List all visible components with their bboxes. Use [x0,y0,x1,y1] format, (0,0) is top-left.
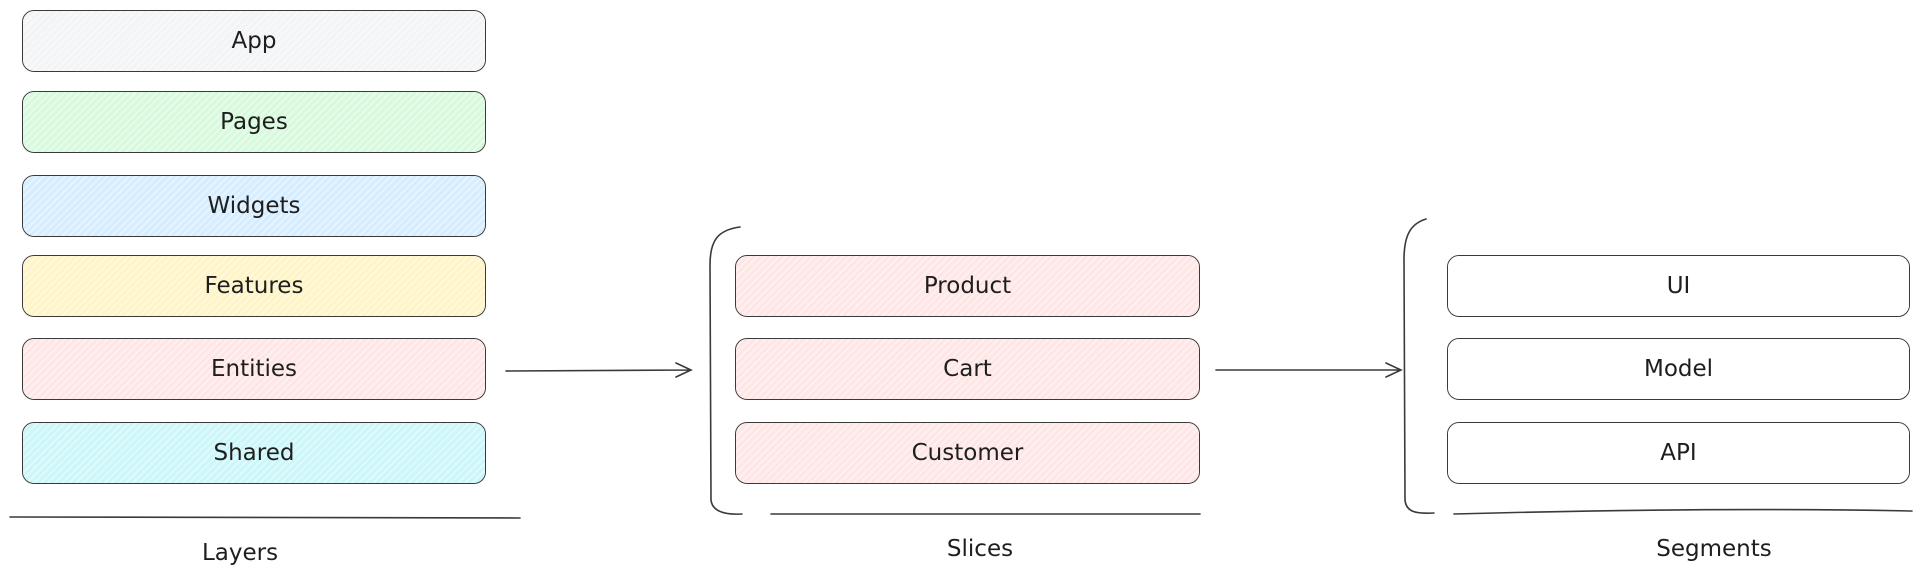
layers-item-pages: Pages [22,91,486,153]
layers-item-widgets: Widgets [22,175,486,237]
hatch-fill [736,423,1199,483]
hatch-fill [1448,339,1909,399]
item-label: Entities [210,356,298,382]
layers-item-shared: Shared [22,422,486,484]
hatch-fill [736,256,1199,316]
item-label: App [231,28,277,54]
item-label: Features [204,273,304,299]
item-label: API [1660,440,1697,466]
hatch-fill [1448,256,1909,316]
item-label: Widgets [207,193,301,219]
segments-item-ui: UI [1447,255,1910,317]
hatch-fill [736,339,1199,399]
item-label: Pages [220,109,288,135]
hatch-fill [23,11,485,71]
layers-title: Layers [201,540,279,566]
hatch-fill [23,423,485,483]
layers-item-features: Features [22,255,486,317]
hatch-fill [1448,423,1909,483]
segments-item-api: API [1447,422,1910,484]
arrow-layers-to-slices [505,362,693,378]
hatch-fill [23,339,485,399]
slices-item-customer: Customer [735,422,1200,484]
layers-item-app: App [22,10,486,72]
arrow-slices-to-segments [1215,362,1403,378]
layers-item-entities: Entities [22,338,486,400]
slices-item-cart: Cart [735,338,1200,400]
segments-item-model: Model [1447,338,1910,400]
item-label: UI [1666,273,1691,299]
segments-bracket [1403,218,1435,515]
slices-title: Slices [946,536,1014,562]
item-label: Cart [943,356,992,382]
hatch-fill [23,256,485,316]
segments-title: Segments [1656,536,1772,562]
slices-item-product: Product [735,255,1200,317]
item-label: Product [923,273,1012,299]
hatch-fill [23,92,485,152]
layers-baseline [9,516,521,519]
slices-bracket [709,226,743,515]
item-label: Shared [213,440,295,466]
segments-baseline [1453,508,1913,515]
item-label: Model [1643,356,1714,382]
hatch-fill [23,176,485,236]
item-label: Customer [911,440,1024,466]
